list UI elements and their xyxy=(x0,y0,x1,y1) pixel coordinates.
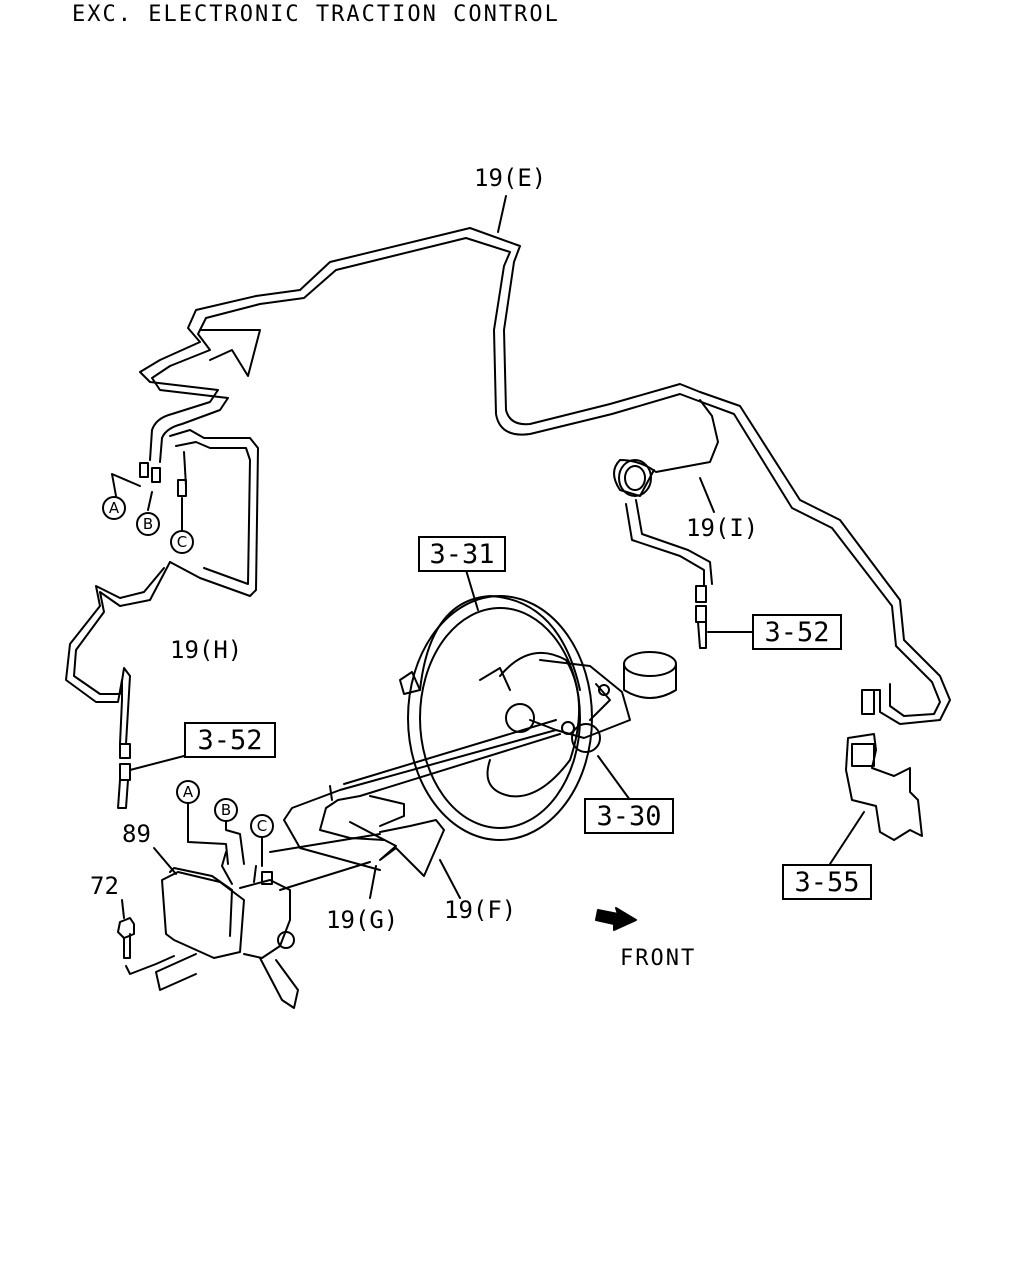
ref-box-bracket: 3-55 xyxy=(782,864,872,900)
callout-pipe-h: 19(H) xyxy=(170,636,243,664)
callout-pipe-e: 19(E) xyxy=(474,164,547,192)
connector-b-top: B xyxy=(136,512,160,536)
brake-pipes-f-g xyxy=(269,719,561,891)
callout-pipe-g: 19(G) xyxy=(326,906,399,934)
leader-lines xyxy=(121,195,865,919)
connector-a-bottom: A xyxy=(176,780,200,804)
front-direction-label: FRONT xyxy=(620,946,697,971)
pipe-fittings xyxy=(117,462,875,809)
callout-pipe-i: 19(I) xyxy=(686,514,759,542)
diagram-title: EXC. ELECTRONIC TRACTION CONTROL xyxy=(72,2,560,27)
callout-part-89: 89 xyxy=(122,820,151,848)
connector-leaders-top xyxy=(111,473,183,531)
callout-pipe-f: 19(F) xyxy=(444,896,517,924)
brake-pipe-e xyxy=(139,227,951,725)
connector-a-top: A xyxy=(102,496,126,520)
bracket-3-55 xyxy=(845,733,923,841)
bolt-72 xyxy=(117,917,175,975)
callout-part-72: 72 xyxy=(90,872,119,900)
connector-c-top: C xyxy=(170,530,194,554)
brake-booster xyxy=(399,595,593,841)
hcu-unit xyxy=(155,851,299,1009)
brake-pipe-i xyxy=(613,399,719,587)
ref-box-master-cylinder: 3-30 xyxy=(584,798,674,834)
connector-c-bottom: C xyxy=(250,814,274,838)
front-arrow-icon xyxy=(595,907,637,931)
connector-b-bottom: B xyxy=(214,798,238,822)
brake-pipe-h xyxy=(65,561,171,745)
ref-box-hose-left: 3-52 xyxy=(184,722,276,758)
ref-box-hose-right: 3-52 xyxy=(752,614,842,650)
ref-box-booster: 3-31 xyxy=(418,536,506,572)
